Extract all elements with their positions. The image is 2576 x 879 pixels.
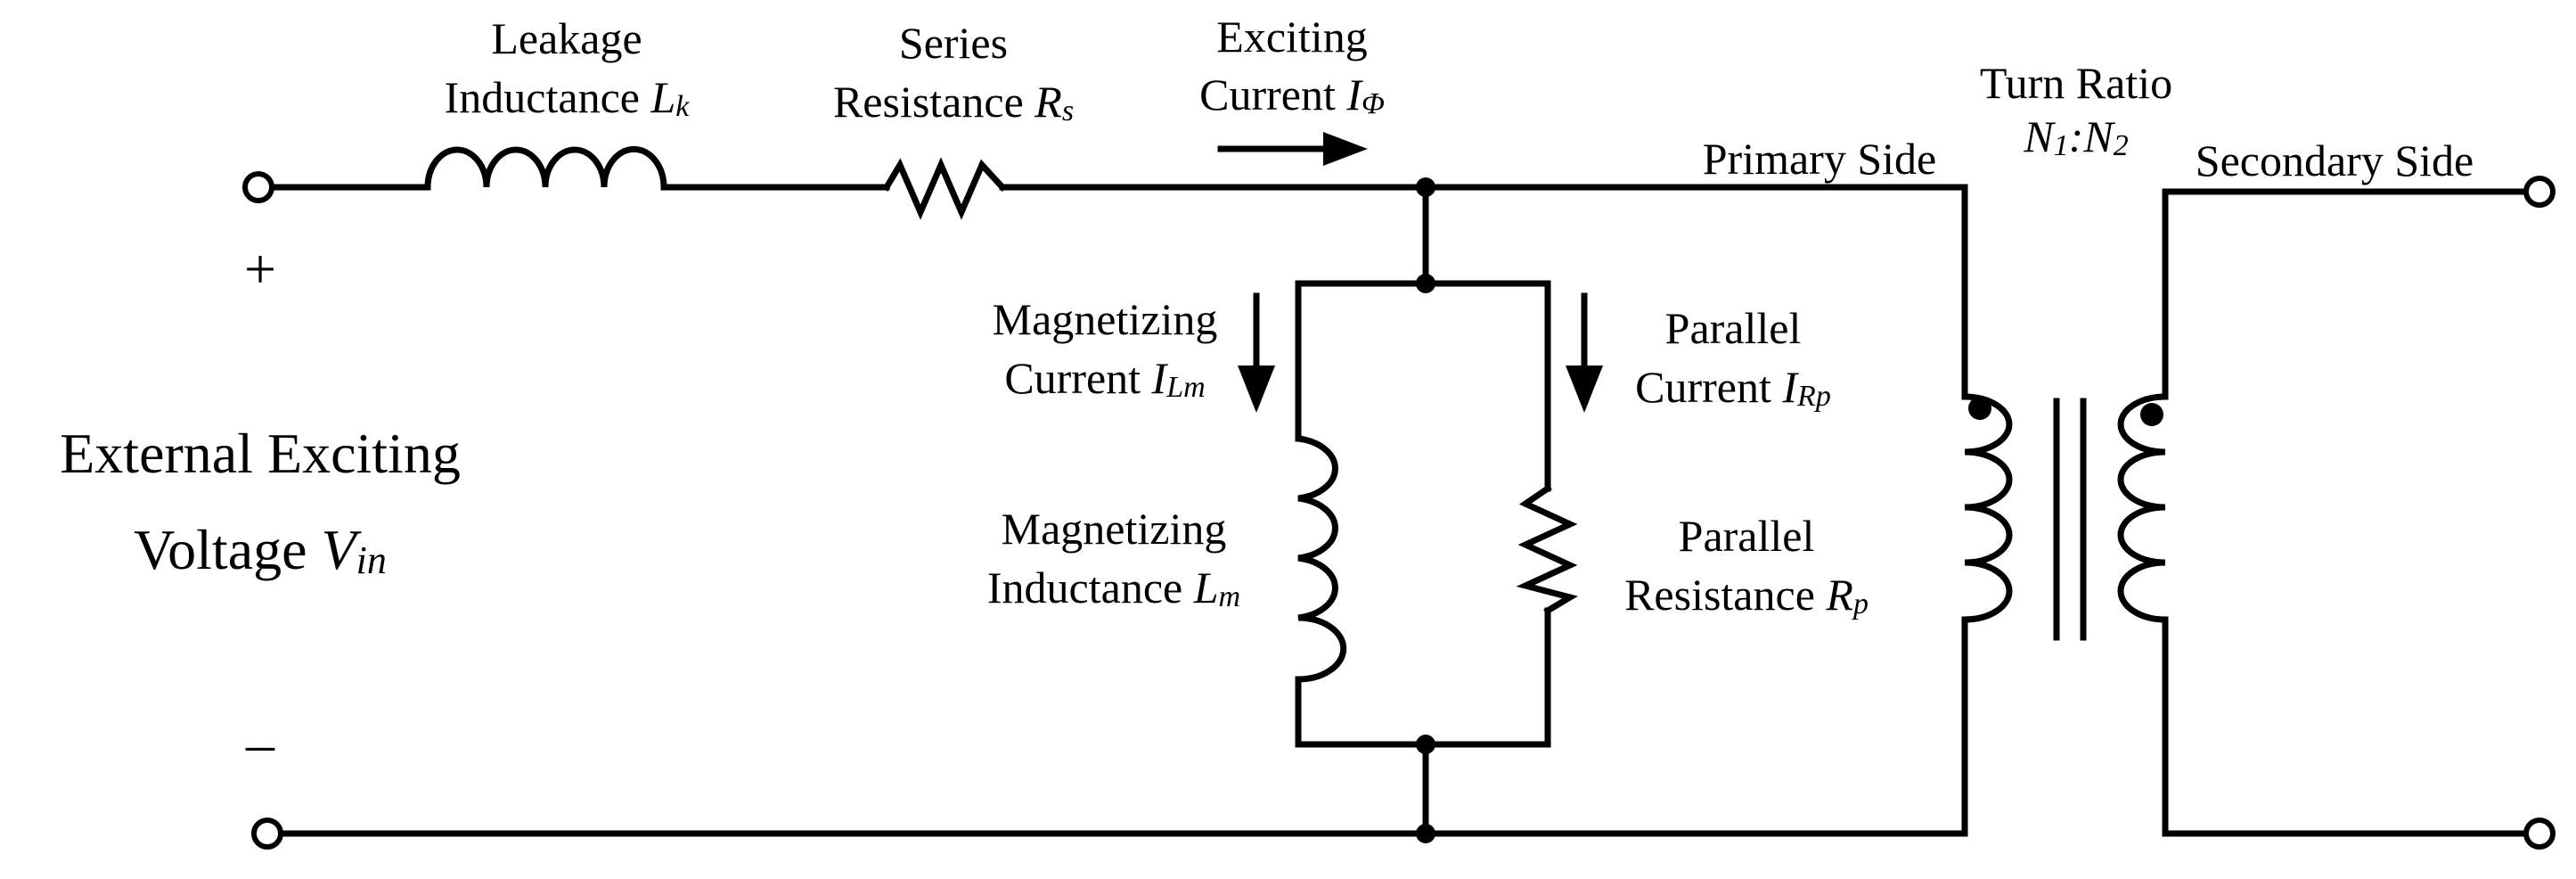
svg-text:N1:N2: N1:N2 <box>2023 111 2128 162</box>
input-terminal-bottom <box>251 817 283 850</box>
svg-text:Magnetizing: Magnetizing <box>1002 504 1227 554</box>
svg-text:Series: Series <box>899 18 1008 68</box>
svg-text:Current ILm: Current ILm <box>1004 353 1205 404</box>
svg-text:Exciting: Exciting <box>1216 12 1367 62</box>
magnetizing-inductor <box>1297 435 1347 683</box>
exciting-current-arrow <box>1217 132 1368 166</box>
parallel-current-label: Parallel Current IRp <box>1635 303 1831 413</box>
svg-text:Current IRp: Current IRp <box>1635 362 1831 413</box>
secondary-polarity-dot <box>2140 403 2163 426</box>
svg-text:Inductance Lk: Inductance Lk <box>445 72 691 123</box>
secondary-side-label: Secondary Side <box>2196 136 2474 185</box>
circuit-wires <box>268 184 2530 837</box>
external-voltage-label: External Exciting Voltage Vin <box>60 422 461 582</box>
series-resistance-label: Series Resistance Rs <box>833 18 1074 127</box>
primary-polarity-dot <box>1968 397 1991 420</box>
magnetizing-inductance-label: Magnetizing Inductance Lm <box>987 504 1240 613</box>
series-resistor <box>882 157 1007 220</box>
secondary-winding <box>2117 393 2166 623</box>
parallel-resistor <box>1516 484 1578 615</box>
svg-text:Turn Ratio: Turn Ratio <box>1980 58 2172 108</box>
svg-text:Current IΦ: Current IΦ <box>1199 70 1385 120</box>
plus-sign: + <box>244 237 276 300</box>
output-terminal-bottom <box>2523 817 2556 850</box>
leakage-inductor <box>424 145 667 188</box>
input-terminal-top <box>242 171 274 203</box>
junction-dots <box>1416 177 1435 843</box>
svg-text:Parallel: Parallel <box>1679 511 1815 561</box>
primary-side-label: Primary Side <box>1703 134 1936 184</box>
minus-sign: – <box>245 711 275 775</box>
svg-text:Magnetizing: Magnetizing <box>993 294 1218 344</box>
leakage-inductance-label: Leakage Inductance Lk <box>445 13 691 123</box>
svg-text:Resistance Rs: Resistance Rs <box>833 77 1074 127</box>
output-terminal-top <box>2523 176 2556 208</box>
svg-text:Leakage: Leakage <box>491 13 642 63</box>
magnetizing-current-label: Magnetizing Current ILm <box>993 294 1218 404</box>
svg-text:Voltage Vin: Voltage Vin <box>134 518 387 582</box>
primary-winding <box>1964 393 2013 623</box>
svg-text:External Exciting: External Exciting <box>60 422 461 485</box>
parallel-current-arrow <box>1566 292 1603 413</box>
turn-ratio-label: Turn Ratio N1:N2 <box>1980 58 2172 162</box>
transformer-core <box>2053 398 2087 641</box>
parallel-resistance-label: Parallel Resistance Rp <box>1624 511 1869 620</box>
exciting-current-label: Exciting Current IΦ <box>1199 12 1385 120</box>
magnetizing-current-arrow <box>1238 292 1275 413</box>
svg-text:Inductance Lm: Inductance Lm <box>987 563 1240 613</box>
svg-text:Resistance Rp: Resistance Rp <box>1624 570 1869 620</box>
svg-text:Parallel: Parallel <box>1665 303 1802 353</box>
